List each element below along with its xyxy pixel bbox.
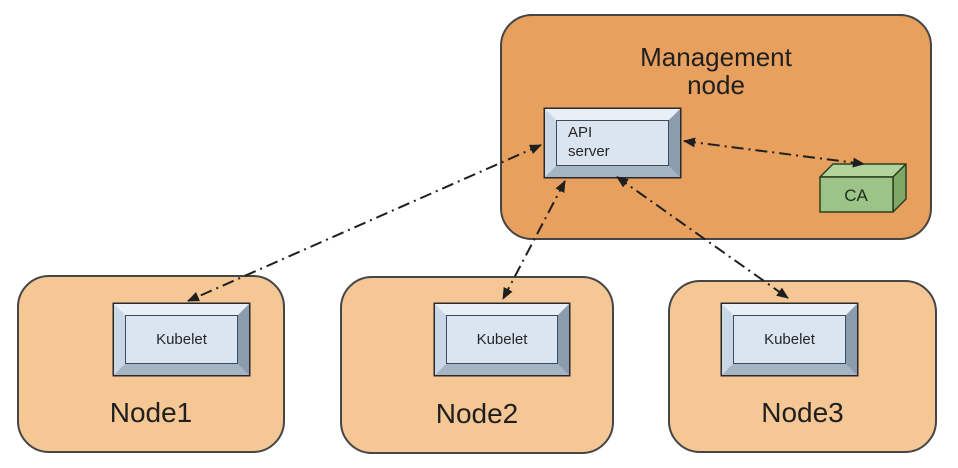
kubelet-box-node2: Kubelet (435, 304, 569, 375)
node2-container: Kubelet Node2 (340, 276, 614, 454)
node1-container: Kubelet Node1 (17, 275, 285, 453)
kubelet-label-node1: Kubelet (156, 331, 207, 348)
api-server-label: API server (568, 124, 610, 160)
node3-label: Node3 (761, 397, 844, 428)
kubelet-label-node3: Kubelet (764, 331, 815, 348)
kubelet-box-node3: Kubelet (722, 304, 857, 375)
management-node: Management node API server (500, 14, 932, 240)
api-server-box: API server (545, 109, 680, 177)
node2-label: Node2 (435, 398, 519, 429)
node3-container: Kubelet Node3 (668, 280, 937, 453)
kubelet-box-node1: Kubelet (114, 304, 249, 375)
node1-label: Node1 (109, 397, 193, 428)
kubelet-label-node2: Kubelet (476, 331, 528, 348)
management-node-label: Management node (640, 42, 792, 101)
